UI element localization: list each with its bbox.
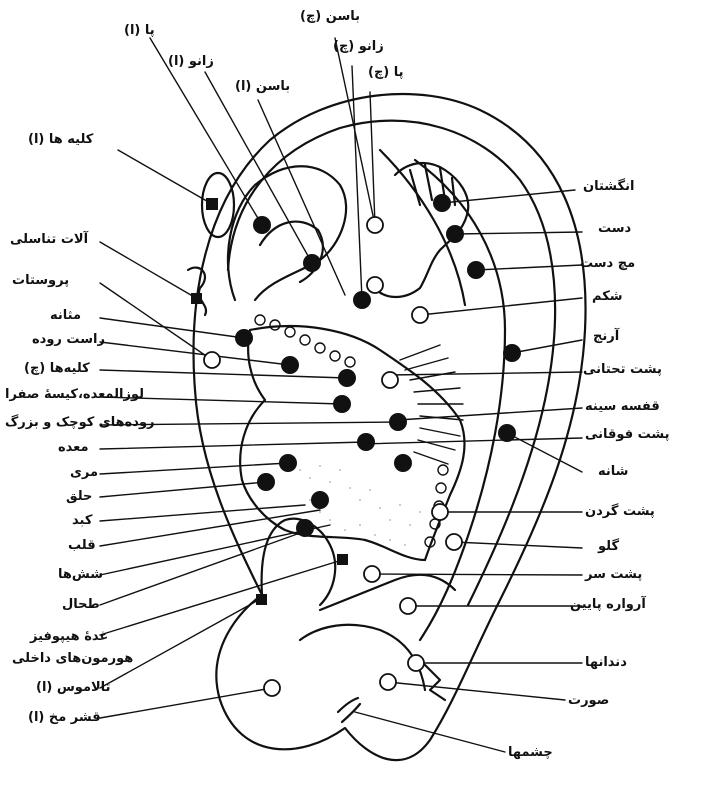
label-face: صورت <box>568 694 609 707</box>
leader-lines <box>100 38 582 752</box>
label-abdomen: شکم <box>592 290 623 303</box>
label-fingers: انگشتان <box>583 180 634 193</box>
label-rectum: راست روده <box>32 333 105 346</box>
label-lungs: شش‌ها <box>58 568 103 581</box>
label-lower-jaw: آرواره پایین <box>570 598 646 611</box>
label-kidneys-left: کلیه ها (ا) <box>28 133 93 146</box>
label-upper-neck-back: پشت گردن <box>585 505 655 518</box>
label-throat: گلو <box>598 540 619 553</box>
label-elbow: آرنج <box>593 330 619 343</box>
fossa-outline <box>228 166 346 300</box>
label-pancreas-gallbladder: لوزالمعده،کیسهٔ صفرا <box>5 388 144 401</box>
label-pituitary: غدهٔ هیپوفیز <box>30 630 108 643</box>
label-genitals: آلات تناسلی <box>10 233 88 246</box>
label-hip-left: باسن (ا) <box>235 80 290 93</box>
label-knee-right: زانو (چ) <box>333 40 384 53</box>
fossa-inner <box>260 222 323 282</box>
label-prostate: پروستات <box>12 274 69 287</box>
label-esophagus: مری <box>70 466 98 479</box>
label-back-of-head: پشت سر <box>585 568 642 581</box>
label-hand: دست <box>598 222 631 235</box>
label-wrist: مچ دست <box>580 257 635 270</box>
label-liver: کبد <box>72 514 92 527</box>
teeth-marks <box>425 665 445 700</box>
label-bladder: مثانه <box>50 309 81 322</box>
label-chest: قفسه سینه <box>585 400 660 413</box>
label-cortex: قشر مخ (ا) <box>28 711 101 724</box>
label-heart: قلب <box>68 539 96 552</box>
label-foot-right: پا (چ) <box>368 66 404 79</box>
label-hip-right: باسن (چ) <box>300 10 360 23</box>
label-lower-back: پشت تحتانی <box>583 363 662 376</box>
label-internal-hormones: هورمون‌های داخلی <box>12 652 133 665</box>
label-stomach: معده <box>58 441 89 454</box>
label-teeth: دندانها <box>585 656 627 669</box>
label-shoulder: شانه <box>598 465 628 478</box>
antitragus <box>320 575 455 610</box>
label-foot-left: پا (ا) <box>124 24 155 37</box>
lobe-line <box>300 625 425 690</box>
label-eyes: چشمها <box>508 746 553 759</box>
label-kidneys-right: کلیه‌ها (چ) <box>24 362 90 375</box>
label-pharynx: حلق <box>66 490 92 503</box>
eye-marks <box>338 698 360 722</box>
label-spleen: طحال <box>62 598 100 611</box>
spine-ridges <box>400 345 463 464</box>
label-thalamus: تالاموس (ا) <box>36 681 110 694</box>
label-intestines: روده‌های کوچک و بزرگ <box>5 416 155 429</box>
label-upper-back: پشت فوقانی <box>585 428 670 441</box>
open-points <box>204 217 462 696</box>
label-knee-left: زانو (ا) <box>168 55 214 68</box>
